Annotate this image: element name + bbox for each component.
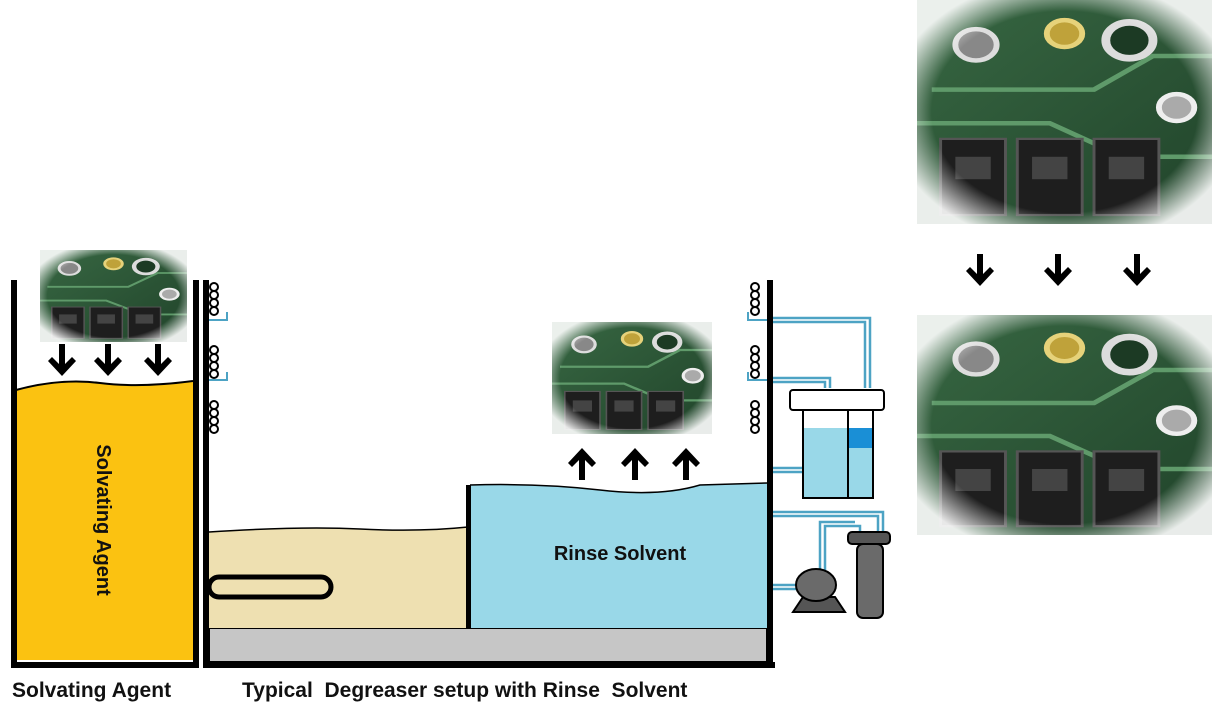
pump — [791, 568, 847, 613]
water-separator — [789, 389, 885, 499]
solvating-tank-label: Solvating Agent — [92, 444, 114, 596]
rinse-tank-label: Rinse Solvent — [554, 543, 687, 565]
pcb-photo-after — [917, 315, 1212, 535]
up-arrows-rinse — [568, 448, 700, 480]
caption-degreaser-setup: Typical Degreaser setup with Rinse Solve… — [242, 679, 688, 702]
down-arrows-solvating — [48, 344, 172, 376]
tank-floor — [208, 627, 768, 663]
down-arrows-comparison — [966, 254, 1151, 286]
solvating-liquid — [16, 381, 193, 660]
pcb-photo-before — [917, 0, 1212, 224]
cooling-coil-left — [209, 282, 228, 434]
filter — [847, 531, 891, 619]
pcb-photo-solvating — [40, 250, 187, 342]
heater-element — [206, 574, 334, 600]
pcb-photo-rinse — [552, 322, 712, 434]
piping — [773, 316, 885, 591]
cooling-coil-right — [747, 282, 767, 434]
caption-solvating-agent: Solvating Agent — [12, 679, 172, 702]
solvating-tank: Solvating Agent — [11, 280, 199, 668]
rinse-liquid — [470, 483, 767, 628]
sump-liquid — [209, 527, 468, 628]
